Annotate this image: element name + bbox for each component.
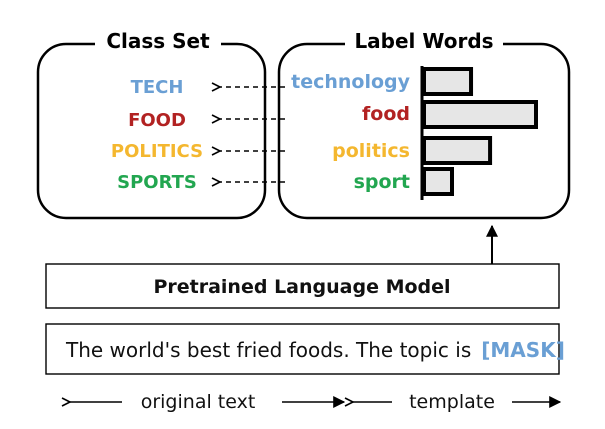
- label-word-bars: [422, 67, 538, 196]
- legend-template-label: template: [409, 391, 495, 413]
- class-set-title-bg: [95, 28, 221, 56]
- bar-food: [422, 100, 538, 129]
- label-word-sport: sport: [354, 171, 410, 193]
- model-box: [45, 263, 560, 309]
- label-word-technology: technology: [291, 71, 411, 93]
- label-word-food: food: [362, 103, 410, 125]
- class-set-title: Class Set: [106, 29, 210, 53]
- class-label-food: FOOD: [128, 110, 186, 131]
- input-sentence: The world's best fried foods. The topic …: [65, 338, 565, 362]
- bar-politics: [422, 136, 493, 165]
- input-box: [45, 323, 560, 375]
- model-label: Pretrained Language Model: [153, 276, 450, 298]
- class-label-politics: POLITICS: [111, 141, 203, 162]
- class-label-sports: SPORTS: [117, 172, 197, 193]
- bar-technology: [422, 67, 474, 96]
- label-word-politics: politics: [332, 140, 410, 162]
- class-label-tech: TECH: [131, 77, 184, 98]
- mask-token: [MASK]: [481, 338, 565, 362]
- input-text: The world's best fried foods. The topic …: [65, 338, 471, 362]
- legend-original-label: original text: [141, 391, 256, 413]
- label-words-title: Label Words: [354, 29, 493, 53]
- label-words-title-bg: [345, 28, 503, 56]
- bar-sport: [422, 167, 454, 196]
